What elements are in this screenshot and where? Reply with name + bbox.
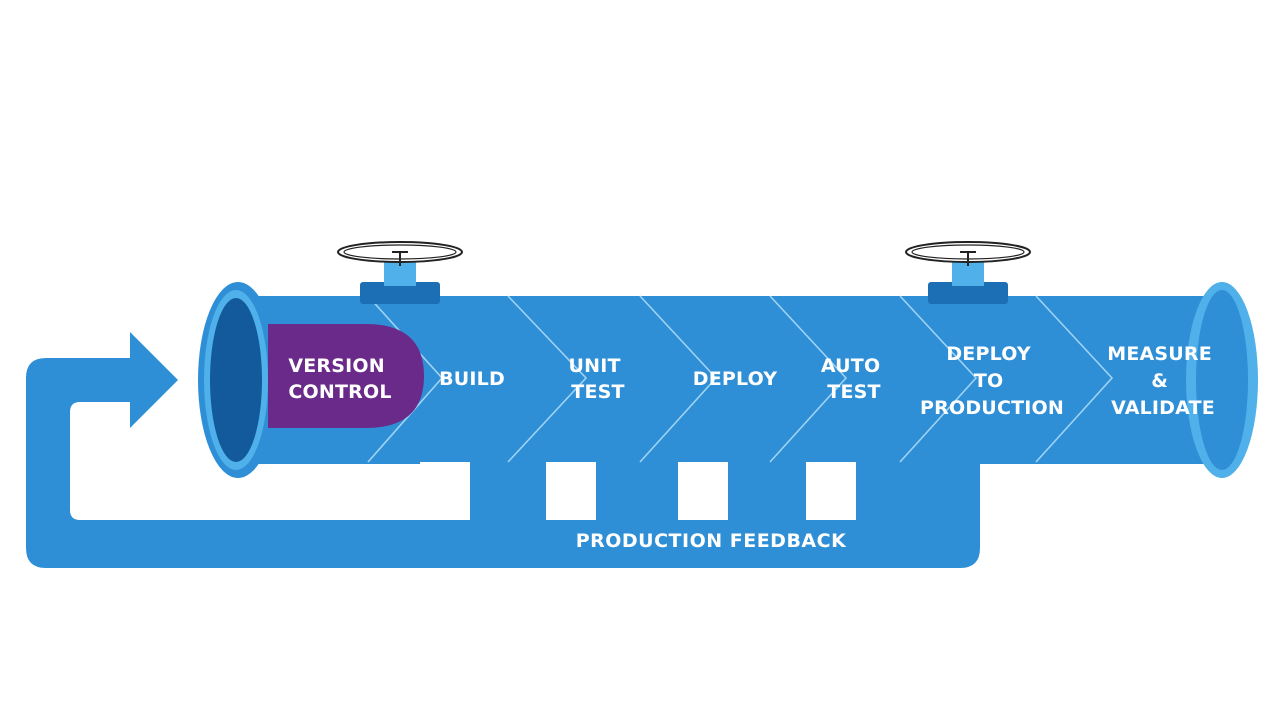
feedback-loop-pipe — [26, 332, 980, 568]
stage-label-deploy-to-production: DEPLOY TO PRODUCTION — [920, 343, 1064, 419]
stage-label-deploy: DEPLOY — [693, 368, 778, 390]
stage-label-build: BUILD — [439, 368, 505, 390]
valve-left — [337, 241, 463, 304]
valve-wheel-icon — [337, 241, 463, 263]
stage-label-unit-test: UNIT TEST — [569, 355, 628, 403]
version-control-highlight — [268, 324, 424, 428]
pipe-opening — [210, 298, 262, 462]
production-feedback-label: PRODUCTION FEEDBACK — [576, 530, 847, 552]
stage-dividers — [367, 295, 1114, 463]
stage-label-measure-validate: MEASURE & VALIDATE — [1107, 343, 1219, 419]
valve-wheel-icon — [905, 241, 1031, 263]
stage-label-version-control: VERSION CONTROL — [288, 355, 391, 403]
valve-right — [905, 241, 1031, 304]
stage-label-auto-test: AUTO TEST — [821, 355, 887, 403]
